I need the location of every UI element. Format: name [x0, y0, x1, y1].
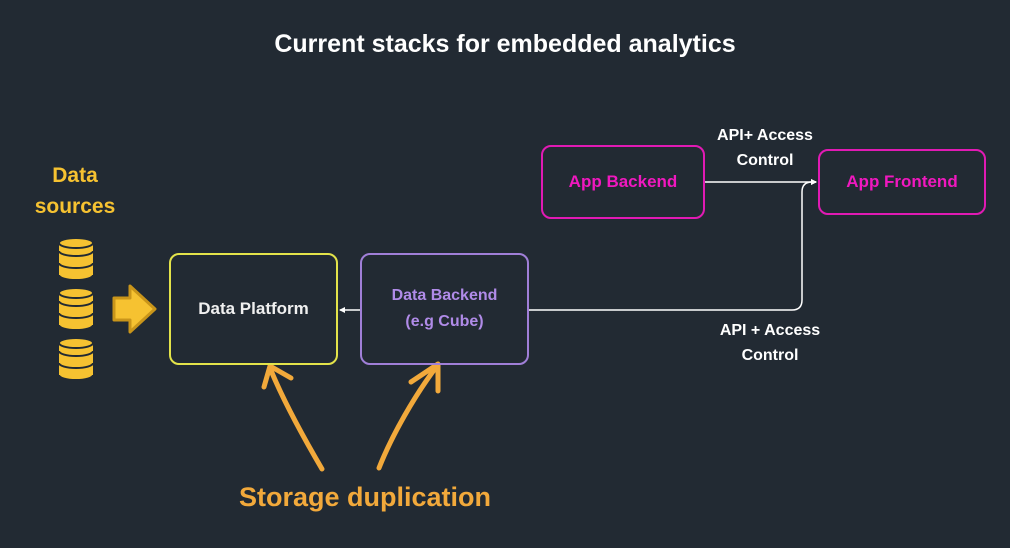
data-platform-label: Data Platform: [198, 299, 309, 318]
database-icon: [58, 337, 94, 381]
app-backend-box: App Backend: [541, 145, 705, 219]
diagram-title: Current stacks for embedded analytics: [274, 30, 736, 58]
storage-duplication-annotation: Storage duplication: [238, 482, 492, 512]
data-sources-label-line2: sources: [34, 195, 116, 218]
bottom-connection-label-line2: Control: [741, 347, 799, 364]
databackend-to-frontend-connector: [529, 179, 817, 311]
data-sources-label-line1: Data: [52, 164, 98, 187]
data-backend-sublabel: (e.g Cube): [405, 313, 484, 330]
data-platform-box: Data Platform: [169, 253, 338, 365]
top-connection-label: API+ Access Control: [690, 123, 840, 173]
hand-drawn-arrow-icon: [261, 363, 325, 472]
top-connection-label-line2: Control: [736, 152, 794, 169]
arrow-right-icon: [112, 284, 157, 334]
app-frontend-label: App Frontend: [846, 172, 958, 191]
bottom-connection-label-line1: API + Access: [719, 322, 821, 339]
app-frontend-box: App Frontend: [818, 149, 986, 215]
data-backend-box: Data Backend (e.g Cube): [360, 253, 529, 365]
bottom-connection-label: API + Access Control: [690, 318, 850, 368]
top-connection-label-line1: API+ Access: [717, 127, 813, 144]
data-backend-label: Data Backend: [391, 287, 498, 304]
database-icon: [58, 237, 94, 281]
hand-drawn-arrow-icon: [376, 361, 441, 471]
app-backend-label: App Backend: [568, 172, 678, 191]
database-icon: [58, 287, 94, 331]
